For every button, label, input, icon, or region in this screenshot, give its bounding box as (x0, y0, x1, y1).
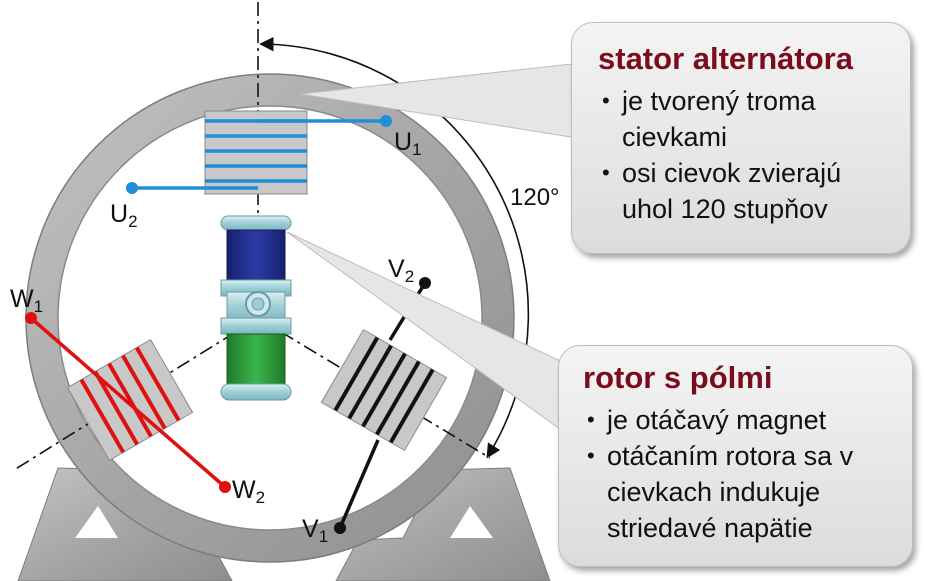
terminal-v1-dot (334, 522, 346, 534)
stator-callout: stator alternátora je tvorený troma ciev… (571, 22, 911, 254)
rotor-callout-title: rotor s pólmi (583, 360, 773, 395)
terminal-label-u2: U2 (110, 200, 138, 231)
frame-feet (17, 467, 551, 581)
terminal-label-v1: V1 (302, 515, 329, 546)
terminal-u2-dot (126, 182, 138, 194)
rotor (220, 215, 292, 401)
terminal-label-v2: V2 (388, 255, 415, 286)
stator-callout-bullet: osi cievok zvierajú uhol 120 stupňov (598, 155, 898, 227)
stator-callout-title: stator alternátora (598, 41, 853, 76)
terminal-w2-dot (219, 481, 231, 493)
rotor-south-pole (226, 333, 286, 385)
terminal-u1-dot (380, 115, 392, 127)
rotor-callout-list: je otáčavý magnet otáčaním rotora sa v c… (583, 402, 900, 546)
coil-u (126, 110, 392, 195)
rotor-north-pole (226, 229, 286, 281)
angle-label: 120° (510, 184, 560, 211)
terminal-v2-dot (419, 277, 431, 289)
coil-w (25, 312, 231, 493)
rotor-callout: rotor s pólmi je otáčavý magnet otáčaním… (558, 345, 913, 567)
terminal-label-u1: U1 (394, 128, 422, 159)
terminal-label-w2: W2 (232, 476, 266, 507)
stator-callout-bullet: je tvorený troma cievkami (598, 83, 898, 155)
terminal-label-w1: W1 (10, 285, 44, 316)
rotor-callout-bullet: je otáčavý magnet (583, 402, 900, 438)
stator-callout-list: je tvorený troma cievkami osi cievok zvi… (598, 83, 898, 227)
terminal-w1-dot (25, 312, 37, 324)
rotor-callout-bullet: otáčaním rotora sa v cievkach indukuje s… (583, 438, 900, 546)
